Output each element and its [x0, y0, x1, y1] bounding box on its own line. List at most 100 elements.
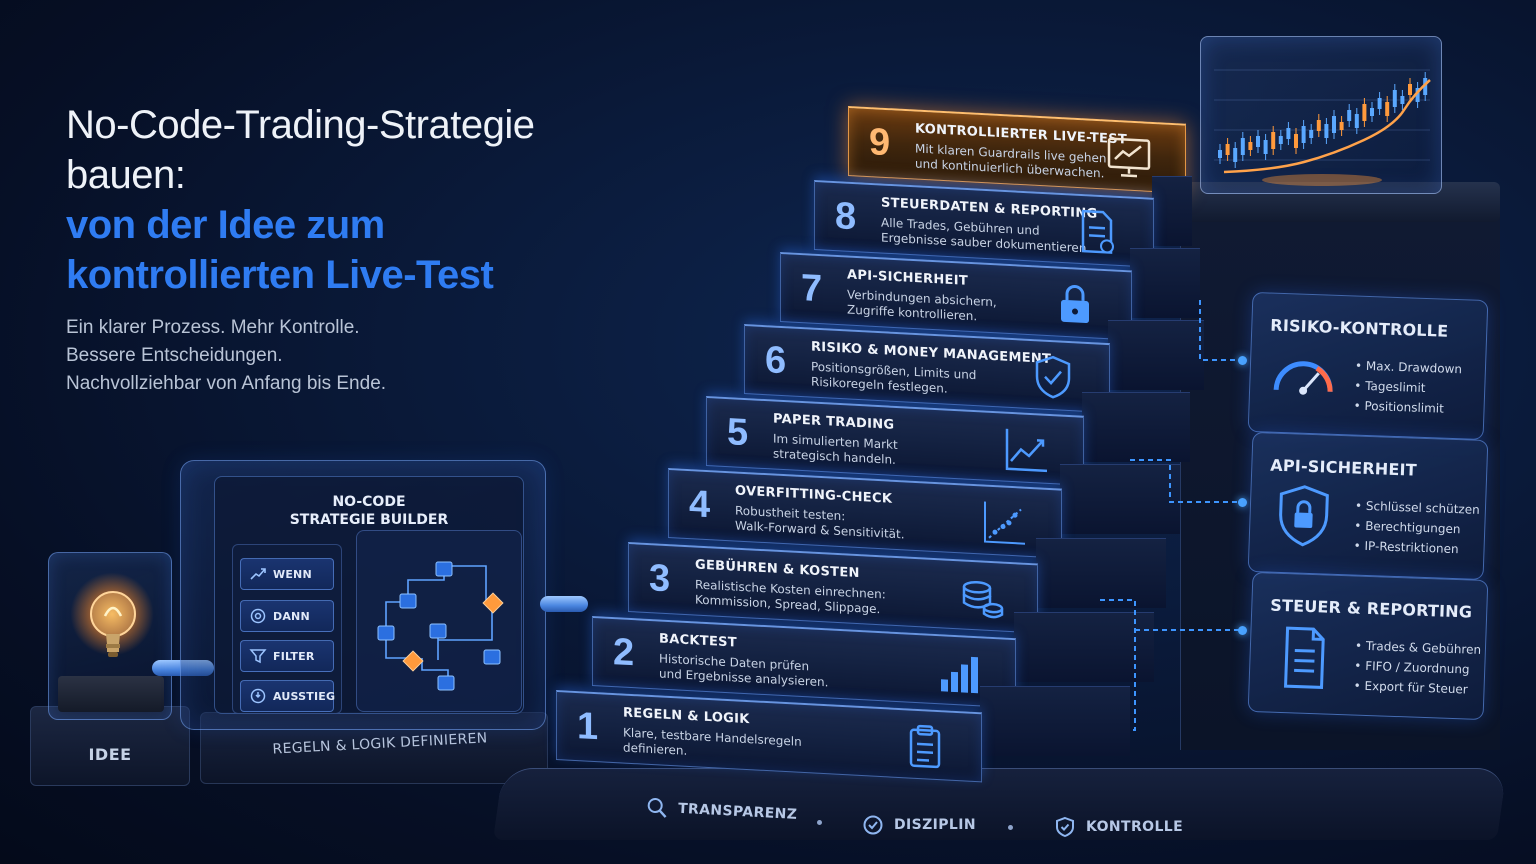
builder-block-ausstieg[interactable]: AUSSTIEG: [240, 680, 336, 712]
candle-body: [1415, 88, 1420, 102]
card-risiko-kontrolle[interactable]: RISIKO-KONTROLLE • Max. Drawdown • Tages…: [1247, 291, 1489, 441]
step-number: 4: [689, 483, 711, 527]
subtext-line-2: Bessere Entscheidungen.: [66, 345, 283, 366]
builder-block-dann[interactable]: DANN: [240, 600, 334, 632]
card-title: API-SICHERHEIT: [1270, 455, 1418, 480]
card-item-text: IP-Restriktionen: [1364, 538, 1459, 557]
headline-line-3: von der Idee zum: [66, 203, 385, 247]
card-item: • Export für Steuer: [1353, 678, 1469, 697]
connector-dot: [1238, 498, 1247, 507]
candlestick-chart-display: [1214, 69, 1431, 186]
candle-body: [1354, 114, 1359, 128]
builder-block-label: WENN: [273, 567, 312, 581]
candle-body: [1309, 130, 1314, 138]
card-item-text: Export für Steuer: [1364, 678, 1469, 697]
subtext: Ein klarer Prozess. Mehr Kontrolle. Bess…: [66, 314, 546, 398]
funnel-icon: [249, 649, 267, 664]
bottom-label-text: KONTROLLE: [1086, 819, 1184, 835]
lock-icon: [1061, 284, 1089, 324]
idea-label: IDEE: [88, 745, 132, 764]
step-title: OVERFITTING-CHECK: [735, 483, 893, 507]
lightbulb-icon: [90, 591, 136, 657]
step-title: REGELN & LOGIK: [623, 705, 750, 728]
card-item-text: Schlüssel schützen: [1365, 498, 1480, 517]
card-item: • Trades & Gebühren: [1354, 638, 1482, 657]
connector-dot: [1238, 626, 1247, 635]
builder-title-line-1: NO-CODE: [332, 494, 406, 510]
candle-body: [1248, 142, 1253, 150]
candle-body: [1256, 136, 1260, 147]
step-side: [980, 686, 1130, 756]
scatter-icon: [984, 501, 1025, 545]
card-item: • FIFO / Zuordnung: [1354, 658, 1470, 677]
card-steuer-reporting[interactable]: STEUER & REPORTING • Trades & Gebühren •…: [1247, 571, 1489, 721]
step-side: [1036, 538, 1166, 608]
candle-body: [1218, 150, 1222, 158]
candle-body: [1332, 116, 1336, 133]
coins-icon: [962, 580, 1004, 619]
candle-body: [1225, 144, 1230, 155]
step-title: API-SICHERHEIT: [847, 267, 968, 289]
step-number: 1: [577, 705, 599, 749]
bottom-label-kontrolle: KONTROLLE: [1054, 816, 1183, 838]
step-number: 9: [869, 121, 891, 165]
card-item: • Tageslimit: [1354, 378, 1426, 396]
bar-chart-icon: [941, 656, 978, 694]
headline-line-4: kontrollierten Live-Test: [66, 253, 494, 297]
candle-body: [1301, 126, 1306, 143]
separator-dot: [817, 820, 822, 825]
bottom-label-disziplin: DISZIPLIN: [862, 814, 976, 836]
step-title: PAPER TRADING: [773, 411, 895, 433]
headline-line-1: No-Code-Trading-Strategie: [66, 103, 535, 147]
step-description-line-2: Walk-Forward & Sensitivität.: [735, 518, 905, 542]
candle-body: [1400, 96, 1405, 104]
builder-block-wenn[interactable]: WENN: [240, 558, 334, 590]
headline-line-2: bauen:: [66, 153, 186, 197]
step-side: [1060, 464, 1180, 534]
card-item-text: FIFO / Zuordnung: [1364, 658, 1470, 677]
step-number: 8: [835, 195, 857, 239]
tower-top: [1180, 182, 1500, 222]
connector-pipe-left: [152, 660, 214, 676]
candle-body: [1385, 102, 1390, 116]
bottom-label-text: TRANSPARENZ: [677, 800, 798, 823]
magnifier-icon: [647, 798, 667, 818]
headline: No-Code-Trading-Strategie bauen: von der…: [66, 100, 586, 300]
candle-body: [1263, 140, 1268, 154]
builder-title-line-2: STRATEGIE BUILDER: [289, 512, 449, 528]
gauge-icon: [1273, 361, 1333, 395]
report-icon: [1283, 626, 1325, 689]
card-item-text: Positionslimit: [1364, 398, 1445, 416]
step-description-line-2: definieren.: [623, 740, 688, 758]
separator-dot: [1008, 825, 1013, 830]
candle-body: [1278, 136, 1283, 144]
builder-title: NO-CODE STRATEGIE BUILDER: [214, 493, 524, 529]
builder-block-filter[interactable]: FILTER: [240, 640, 334, 672]
line-chart-icon: [1005, 428, 1047, 473]
staircase-floor: [492, 768, 1508, 840]
exit-icon: [250, 688, 266, 704]
candle-body: [1392, 90, 1397, 107]
card-item: • Schlüssel schützen: [1354, 498, 1480, 517]
candle-body: [1286, 128, 1291, 139]
card-item-text: Tageslimit: [1364, 378, 1426, 396]
card-api-sicherheit[interactable]: API-SICHERHEIT • Schlüssel schützen • Be…: [1247, 431, 1489, 581]
candle-body: [1294, 134, 1298, 148]
candle-body: [1240, 138, 1245, 155]
step-side: [1014, 612, 1154, 682]
step-side: [1108, 320, 1204, 390]
step-number: 3: [649, 557, 671, 601]
builder-block-label: AUSSTIEG: [273, 689, 336, 703]
document-icon: [1081, 209, 1114, 254]
step-title: BACKTEST: [659, 631, 737, 651]
candle-body: [1271, 132, 1276, 149]
